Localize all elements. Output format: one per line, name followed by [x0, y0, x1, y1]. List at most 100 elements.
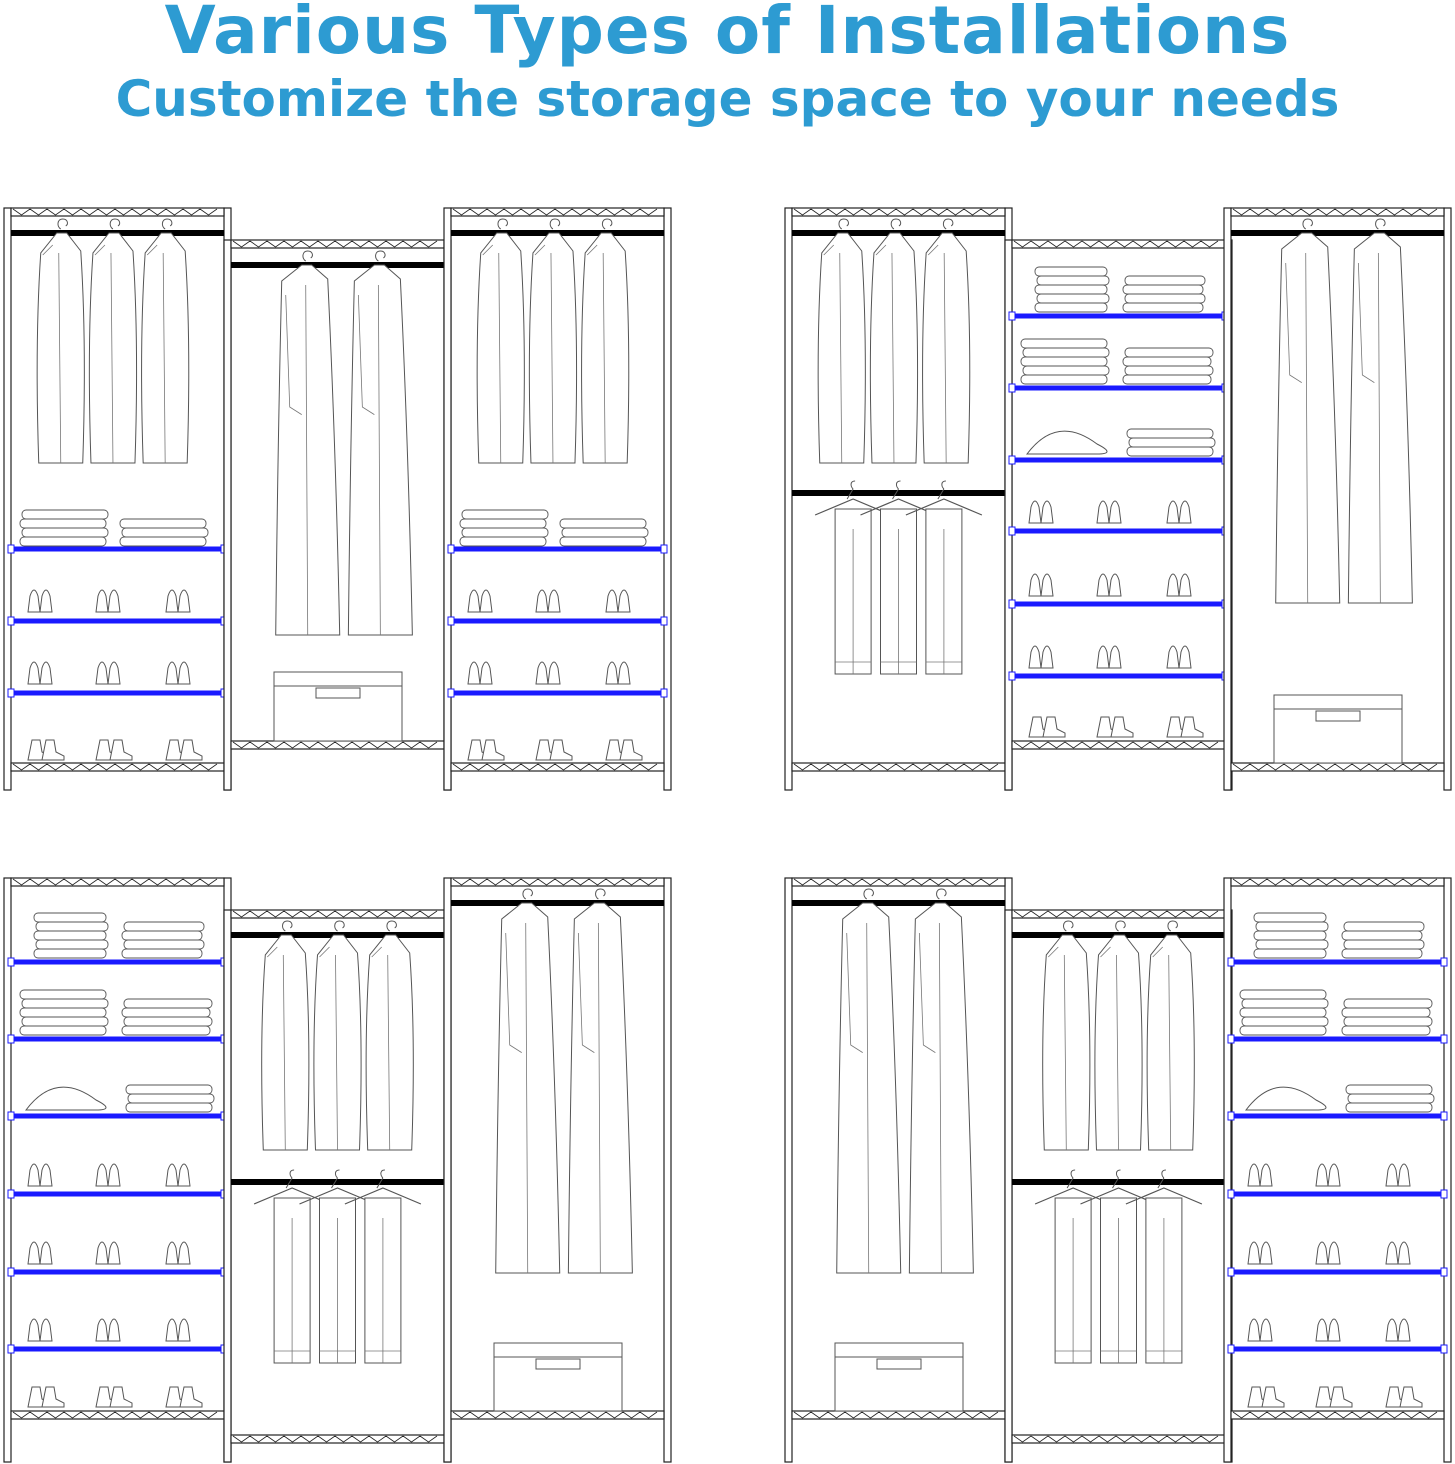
shoe-pair [165, 1163, 191, 1187]
hanger-hook [282, 920, 293, 932]
shoe [1108, 645, 1122, 669]
blue-shelf [7, 1189, 228, 1199]
wire-mesh [793, 763, 999, 771]
shoe-pair [165, 589, 191, 613]
configuration-top-right [784, 207, 1452, 791]
wire-mesh [232, 240, 438, 248]
folded-item [1343, 921, 1425, 932]
hanging-pants [814, 480, 892, 675]
wire-shelf [1230, 762, 1445, 772]
coat-detail [1285, 252, 1309, 604]
wardrobe-unit [1004, 909, 1233, 1463]
blue-shelf-bar [1231, 1346, 1444, 1352]
shoe [479, 589, 493, 613]
folded-item [1241, 1016, 1329, 1027]
folded-item [21, 1016, 109, 1027]
folded-item [1239, 989, 1327, 1000]
shoe-pair [1315, 1163, 1341, 1187]
folded-item [1020, 356, 1108, 367]
folded-item [119, 518, 207, 529]
shelf-clip [1440, 957, 1448, 967]
shoe [1247, 1163, 1261, 1187]
configuration-bottom-right [784, 877, 1452, 1463]
shoe [1397, 1318, 1411, 1342]
shoe [1327, 1318, 1341, 1342]
coat-detail [846, 922, 870, 1274]
wire-shelf [450, 877, 665, 887]
folded-clothes [19, 509, 109, 547]
storage-box [1273, 694, 1403, 764]
shoe [1259, 1163, 1273, 1187]
frame-post [1004, 239, 1013, 791]
frame-post [3, 877, 12, 1463]
hanging-pants [299, 1169, 376, 1364]
blue-shelf-bar [11, 618, 224, 624]
folded-item [127, 1093, 215, 1104]
folded-clothes [559, 518, 649, 547]
folded-item [1341, 1007, 1431, 1018]
folded-clothes [1345, 1084, 1435, 1113]
folded-clothes [121, 921, 205, 959]
hanger-hook [892, 480, 901, 500]
hanging-jacket [1042, 920, 1091, 1151]
boot-pair [95, 739, 133, 761]
hanging-long-coat [1347, 218, 1413, 604]
shoe-pair [1385, 1318, 1411, 1342]
shoe [605, 589, 619, 613]
wire-shelf [230, 1434, 445, 1444]
shoe [177, 1318, 191, 1342]
shoe [1247, 1241, 1261, 1265]
hanging-jacket [528, 218, 578, 464]
shoe [467, 661, 481, 685]
boot-pair [1315, 1386, 1353, 1408]
jacket-outline [1146, 934, 1195, 1151]
shoe [1108, 500, 1122, 524]
wire-mesh [232, 1435, 438, 1443]
shelf-clip [1440, 1267, 1448, 1277]
blue-shelf-bar [1231, 959, 1444, 965]
hanging-long-coat [1275, 218, 1341, 604]
hanger-hook [942, 218, 954, 230]
blue-shelf-bar [1012, 385, 1225, 391]
wire-mesh [12, 878, 218, 886]
pants-detail [1145, 1218, 1182, 1363]
blue-shelf-bar [11, 1113, 224, 1119]
boot [1329, 1386, 1353, 1408]
hanger-hook [863, 888, 874, 900]
blue-shelf [1227, 1344, 1448, 1354]
wire-shelf [10, 762, 225, 772]
shelf-clip [447, 544, 455, 554]
shoe [1247, 1318, 1261, 1342]
wire-shelf-frame [1230, 877, 1445, 887]
hanging-long-coat [495, 888, 561, 1274]
coat-outline [836, 902, 902, 1274]
wire-shelf [1011, 239, 1226, 249]
folded-item [33, 912, 107, 923]
pants-detail [364, 1218, 401, 1363]
wardrobe-unit [443, 877, 672, 1463]
shoe-pair [467, 589, 493, 613]
wardrobe-unit [3, 877, 232, 1463]
folded-item [1124, 365, 1214, 376]
shoe [1166, 500, 1180, 524]
folded-item [33, 930, 107, 941]
box-handle [535, 1358, 581, 1370]
coat-detail [505, 922, 529, 1274]
blue-shelf [1008, 526, 1229, 536]
hanging-jacket [36, 218, 85, 464]
hanging-jacket [365, 920, 414, 1151]
shoe [1385, 1241, 1399, 1265]
hanger-hook [936, 888, 947, 900]
jacket-detail [482, 244, 502, 464]
jacket-outline [476, 232, 525, 464]
jacket-outline [313, 934, 362, 1151]
folded-clothes [33, 912, 109, 959]
boot [1399, 1386, 1423, 1408]
blue-shelf [1227, 1034, 1448, 1044]
hanger-hook [57, 218, 68, 230]
shoe [1397, 1241, 1411, 1265]
folded-item [1345, 1084, 1433, 1095]
shoe-pair [1096, 500, 1122, 524]
folded-clothes [459, 509, 549, 547]
blue-shelf-bar [11, 1269, 224, 1275]
